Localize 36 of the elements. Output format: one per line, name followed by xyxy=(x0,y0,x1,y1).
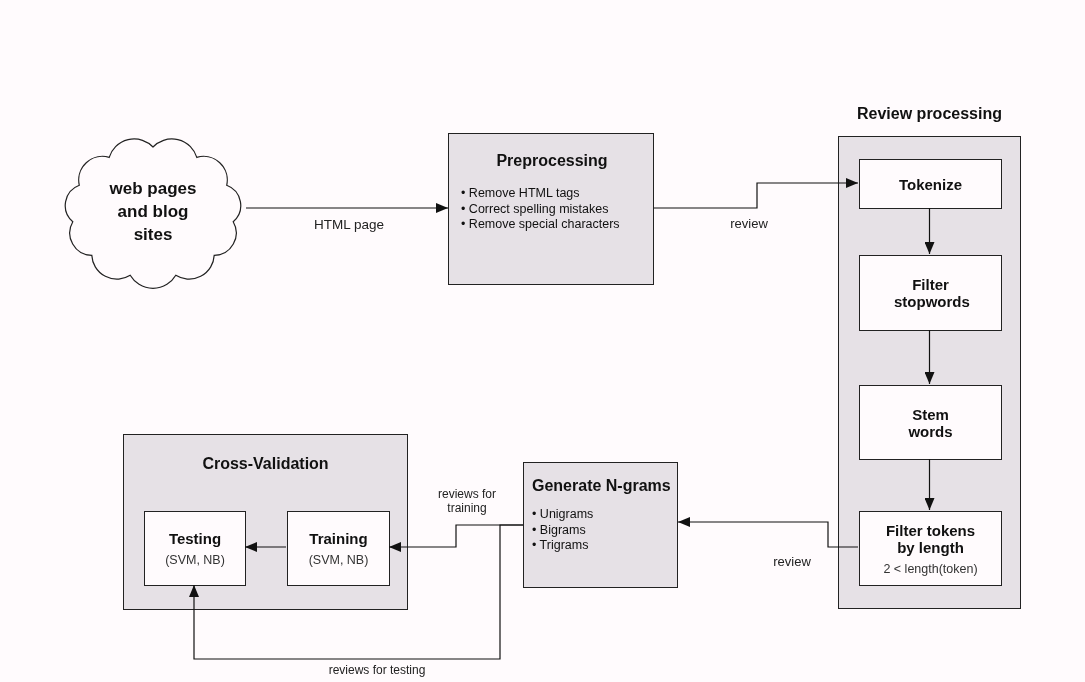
process-box xyxy=(144,511,246,586)
container-box xyxy=(123,434,408,610)
node-subtext: (SVM, NB) xyxy=(164,553,226,567)
list-item: • Trigrams xyxy=(532,538,590,554)
arrow xyxy=(924,458,935,511)
process-box xyxy=(859,159,1002,209)
node-subtext: 2 < length(token) xyxy=(882,561,979,576)
node-title: web pages and blog sites xyxy=(108,178,198,246)
process-box xyxy=(448,133,654,285)
list-item: • Correct spelling mistakes xyxy=(461,201,610,218)
node-title: Preprocessing xyxy=(495,152,609,170)
list-item: • Bigrams xyxy=(532,522,587,539)
list-item: • Unigrams xyxy=(532,507,595,523)
node-title: Testing xyxy=(167,530,223,547)
process-box xyxy=(859,255,1002,331)
node-subtext: (SVM, NB) xyxy=(307,553,370,567)
process-box xyxy=(523,462,678,588)
process-box xyxy=(859,385,1002,460)
arrow xyxy=(653,178,859,209)
list-item: • Remove special characters xyxy=(461,217,621,233)
arrow xyxy=(189,524,524,660)
arrow xyxy=(924,329,935,385)
node-title: Filter tokens by length xyxy=(884,521,977,556)
process-box xyxy=(859,511,1002,586)
list-item: • Remove HTML tags xyxy=(461,186,581,202)
node-title: Cross-Validation xyxy=(201,455,330,473)
process-box xyxy=(287,511,390,586)
node-title: Training xyxy=(308,530,369,547)
arrow xyxy=(244,542,287,552)
node-title: Tokenize xyxy=(897,175,964,193)
arrow xyxy=(245,203,449,213)
node-title: Stem words xyxy=(907,405,954,440)
arrow xyxy=(677,517,859,548)
node-title: Review processing xyxy=(856,105,1003,123)
arrow xyxy=(924,207,935,255)
node-title: Generate N-grams xyxy=(532,477,671,495)
